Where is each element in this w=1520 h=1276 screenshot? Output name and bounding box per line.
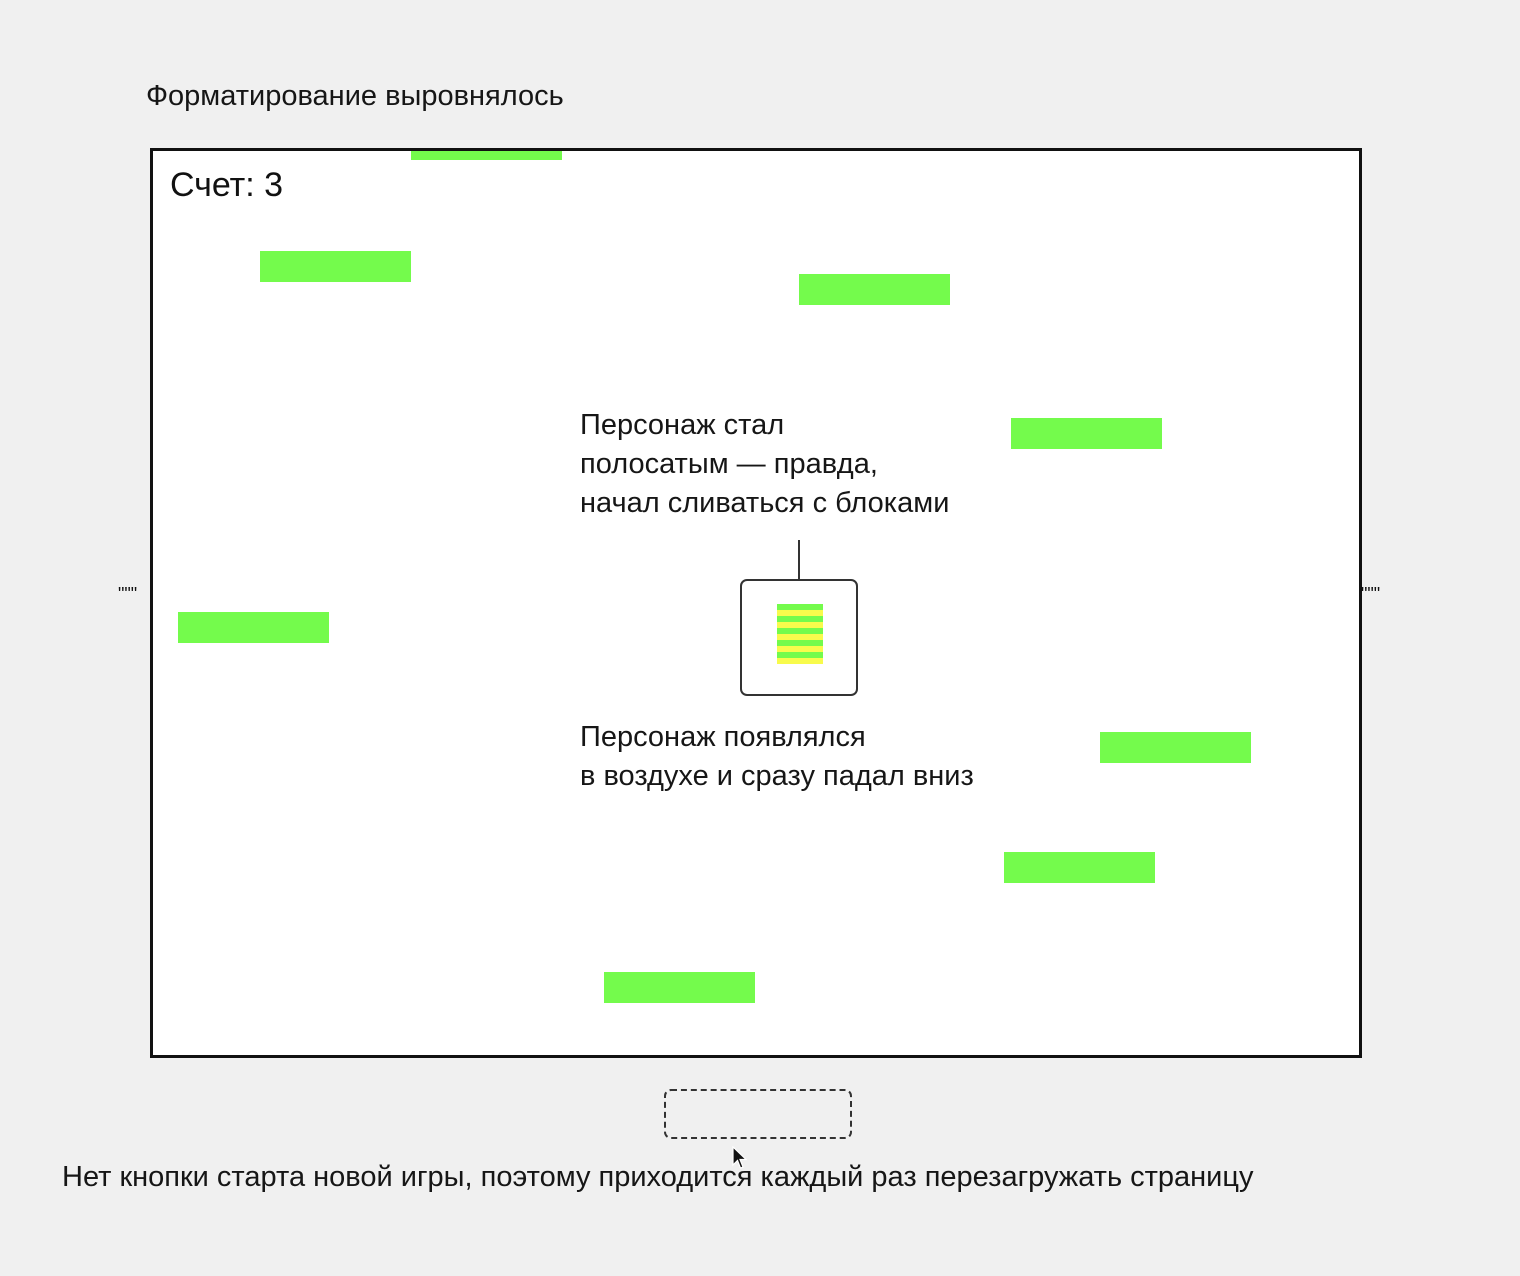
annotation-connector <box>798 540 800 580</box>
falling-player-annotation: Персонаж появлялся в воздухе и сразу пад… <box>580 718 974 796</box>
left-quote-marks: """ <box>118 584 138 604</box>
platform <box>1100 732 1251 763</box>
game-canvas[interactable]: Счет: 3 Персонаж стал полосатым — правда… <box>150 148 1362 1058</box>
player-highlight-frame <box>740 579 858 696</box>
platform <box>799 274 950 305</box>
striped-player-annotation: Персонаж стал полосатым — правда, начал … <box>580 406 949 523</box>
annotation-line: Персонаж стал <box>580 409 785 441</box>
annotation-line: полосатым — правда, <box>580 448 878 480</box>
player-character <box>777 604 823 664</box>
score-label: Счет: 3 <box>170 166 284 204</box>
right-quote-marks: """ <box>1361 584 1381 604</box>
platform <box>411 151 562 160</box>
mouse-pointer-icon <box>732 1146 748 1169</box>
bottom-annotation: Нет кнопки старта новой игры, поэтому пр… <box>62 1161 1254 1193</box>
platform <box>604 972 755 1003</box>
annotation-line: в воздухе и сразу падал вниз <box>580 760 974 792</box>
platform <box>1011 418 1162 449</box>
platform <box>260 251 411 282</box>
annotation-line: Персонаж появлялся <box>580 721 866 753</box>
platform <box>178 612 329 643</box>
top-annotation: Форматирование выровнялось <box>146 80 564 112</box>
annotation-line: начал сливаться с блоками <box>580 487 950 519</box>
missing-restart-button-placeholder <box>664 1089 852 1139</box>
platform <box>1004 852 1155 883</box>
